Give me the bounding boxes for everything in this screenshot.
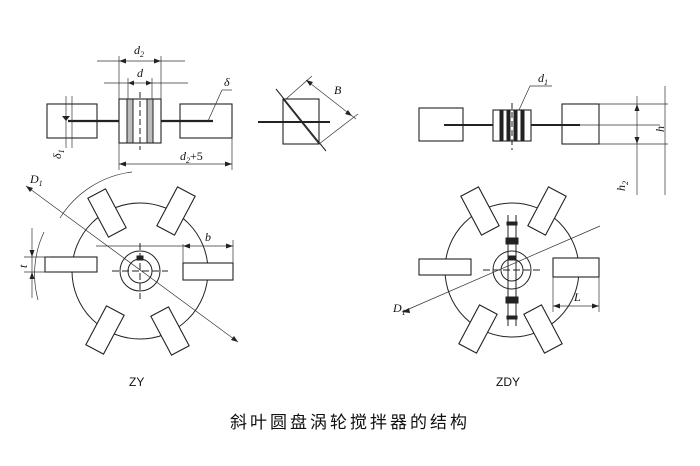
caption-zdy: ZDY — [496, 375, 520, 389]
label-delta1: δ1 — [50, 149, 66, 159]
zdy-blade-right — [552, 257, 600, 278]
caption-zy: ZY — [129, 375, 144, 389]
zy-side-view: d2 d δ δ1 d2+5 — [46, 43, 233, 170]
zy-plan-view: D1 t b ZY — [16, 171, 239, 389]
label-d: d — [137, 66, 144, 80]
zy-blade-top-left — [87, 188, 127, 238]
label-B: B — [334, 83, 342, 97]
figure-title: 斜叶圆盘涡轮搅拌器的结构 — [230, 413, 470, 433]
zy-blade-bottom-left — [85, 305, 125, 355]
zdy-plan-view: D1 L ZDY — [392, 186, 601, 389]
zy-blade-right — [182, 262, 234, 281]
label-d1: d1 — [538, 71, 548, 87]
zdy-blade-left — [418, 258, 472, 276]
label-L: L — [573, 290, 581, 304]
blade-detail-view: B — [258, 75, 359, 152]
zdy-blade-top-left — [460, 186, 500, 236]
zy-blade-top-right — [156, 186, 196, 236]
label-d2: d2 — [134, 43, 144, 59]
zy-blade-left — [44, 256, 98, 273]
zy-blade-bottom-right — [150, 306, 190, 356]
zdy-blade-top-right — [527, 186, 567, 236]
label-d2plus5: d2+5 — [180, 149, 203, 165]
zdy-side-view: d1 h h2 — [418, 71, 668, 195]
label-b: b — [205, 230, 211, 244]
zy-hub-outer — [119, 250, 161, 292]
label-D1-left: D1 — [29, 172, 43, 188]
zdy-blade-bottom-right — [523, 304, 563, 354]
label-h: h — [653, 126, 667, 132]
label-delta: δ — [224, 75, 230, 89]
zdy-blade-bottom-left — [458, 304, 498, 354]
label-D1-right: D1 — [392, 301, 406, 317]
label-h2: h2 — [614, 181, 630, 191]
label-t: t — [16, 264, 30, 268]
